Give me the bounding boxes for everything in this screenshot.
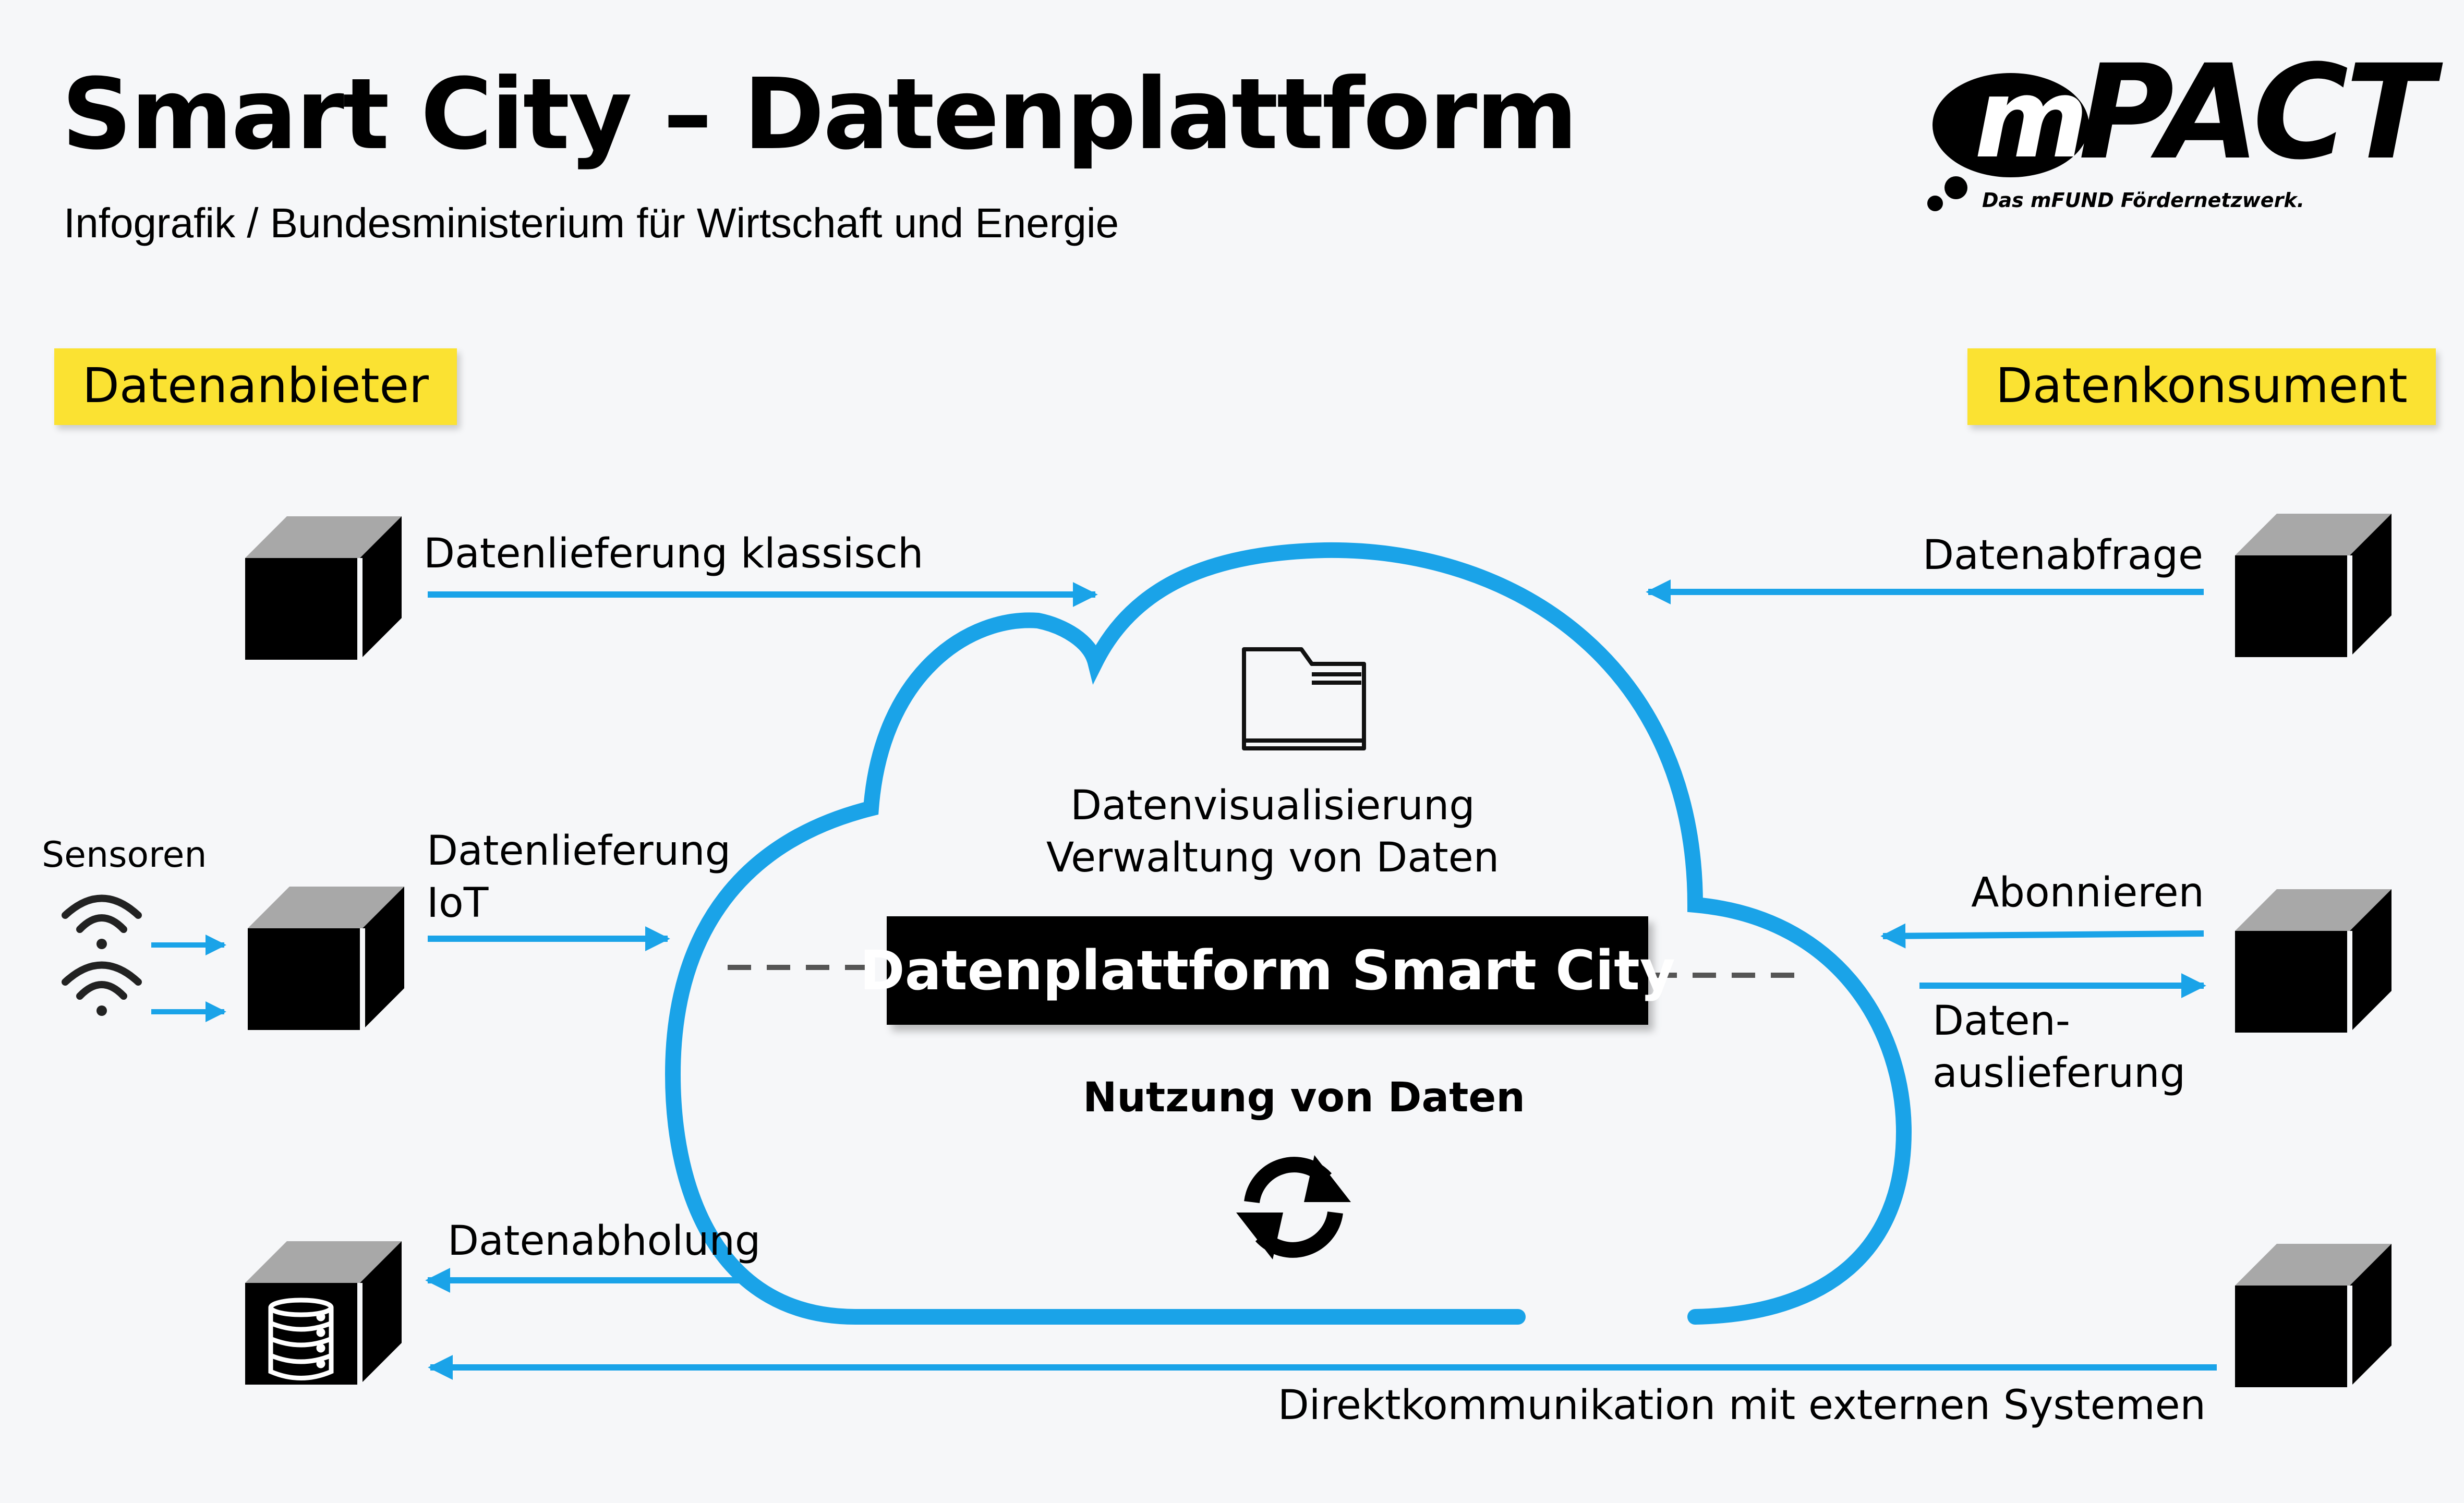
logo-name: PACT — [2079, 37, 2434, 188]
cube-icon-provider-classic — [245, 516, 402, 660]
cube-icon-consumer-direct — [2235, 1244, 2391, 1387]
label-datenauslieferung-1: Daten- — [1932, 998, 2071, 1045]
mpact-logo: m — [1925, 47, 2420, 219]
logo-graphic: m — [1927, 55, 2089, 211]
cube-icon-consumer-query — [2235, 514, 2391, 657]
label-sensoren: Sensoren — [42, 834, 207, 876]
arrow-abonnieren — [1880, 923, 2204, 949]
label-nutzung-von-daten: Nutzung von Daten — [1083, 1074, 1525, 1121]
label-datenlieferung-klassisch: Datenlieferung klassisch — [424, 530, 924, 577]
heading-datenkonsument: Datenkonsument — [1967, 348, 2436, 425]
label-direktkommunikation: Direktkommunikation mit externen Systeme… — [1277, 1382, 2206, 1429]
cube-icon-provider-iot — [248, 887, 404, 1030]
label-verwaltung: Verwaltung von Daten — [1046, 834, 1500, 881]
label-datenabfrage: Datenabfrage — [1922, 532, 2203, 579]
wifi-icon — [62, 961, 142, 1016]
platform-title-box: Datenplattform Smart City — [860, 916, 1675, 1025]
label-abonnieren: Abonnieren — [1971, 869, 2204, 916]
folder-icon — [1242, 647, 1366, 750]
label-datenlieferung-iot-2: IoT — [427, 880, 489, 927]
wifi-icon — [62, 894, 142, 949]
label-datenabholung: Datenabholung — [448, 1218, 761, 1265]
page-title: Smart City – Datenplattform — [62, 57, 1578, 172]
cube-icon-consumer-subscribe — [2235, 889, 2391, 1033]
sync-icon — [1236, 1155, 1351, 1259]
label-datenvisualisierung: Datenvisualisierung — [1070, 782, 1475, 829]
logo-m: m — [1974, 55, 2088, 183]
logo-tagline: Das mFUND Fördernetzwerk. — [1982, 189, 2305, 212]
label-datenauslieferung-2: auslieferung — [1932, 1050, 2186, 1097]
label-datenlieferung-iot-1: Datenlieferung — [427, 828, 731, 875]
database-icon — [268, 1298, 334, 1380]
page-subtitle: Infografik / Bundesministerium für Wirts… — [64, 200, 1119, 246]
heading-datenanbieter: Datenanbieter — [54, 348, 457, 425]
